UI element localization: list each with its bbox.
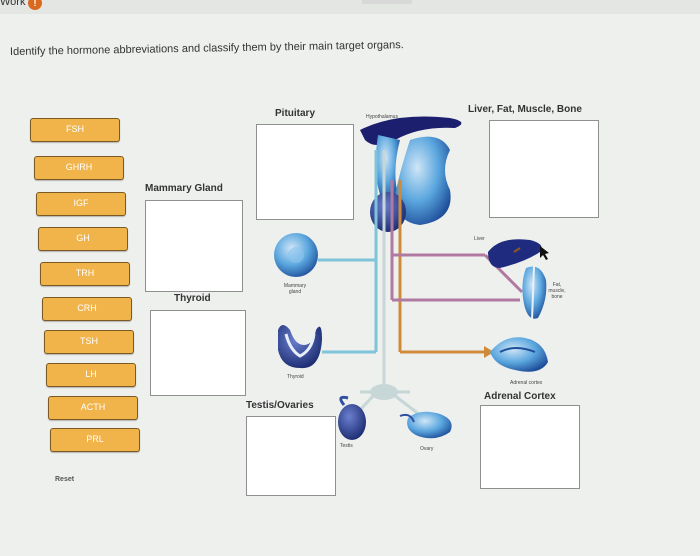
target-label-thyroid: Thyroid — [174, 293, 211, 304]
hormone-card-ghrh[interactable]: GHRH — [34, 156, 124, 180]
diagram-label-fat-muscle-bone: Fat, muscle, bone — [548, 282, 566, 300]
mouse-cursor — [540, 246, 549, 260]
top-tab[interactable] — [362, 0, 412, 4]
dropzone-liver-fat-muscle-bone[interactable] — [489, 120, 599, 218]
target-label-liver-fat-muscle-bone: Liver, Fat, Muscle, Bone — [468, 104, 582, 115]
diagram-label-ovary: Ovary — [420, 446, 434, 452]
hormone-card-lh[interactable]: LH — [46, 363, 136, 387]
target-label-testis-ovaries: Testis/Ovaries — [246, 400, 314, 411]
ovary-shape — [407, 411, 452, 439]
diagram-label-adrenal: Adrenal cortex — [510, 380, 543, 386]
hormone-card-igf[interactable]: IGF — [36, 192, 126, 216]
target-label-adrenal-cortex: Adrenal Cortex — [484, 391, 556, 402]
diagram-label-mammary: Mammary gland — [283, 283, 307, 295]
pituitary-lobe — [395, 136, 451, 225]
posterior-lobe — [370, 192, 406, 232]
fat-muscle-bone-shape — [522, 266, 547, 319]
hormone-card-acth[interactable]: ACTH — [48, 396, 138, 420]
dropzone-testis-ovaries[interactable] — [246, 416, 336, 496]
hormone-card-fsh[interactable]: FSH — [30, 118, 120, 142]
testis-shape — [338, 404, 366, 440]
hormone-card-gh[interactable]: GH — [38, 227, 128, 251]
hormone-card-trh[interactable]: TRH — [40, 262, 130, 286]
diagram-label-testis: Testis — [340, 443, 353, 449]
alert-badge: ! — [28, 0, 42, 10]
dropzone-adrenal-cortex[interactable] — [480, 405, 580, 489]
dropzone-pituitary[interactable] — [256, 124, 354, 220]
thyroid-shape — [278, 325, 322, 369]
dropzone-mammary-gland[interactable] — [145, 200, 243, 292]
hormone-card-prl[interactable]: PRL — [50, 428, 140, 452]
target-label-mammary-gland: Mammary Gland — [145, 183, 223, 194]
adrenal-cortex-shape — [490, 337, 548, 372]
diagram-label-thyroid: Thyroid — [287, 374, 304, 380]
target-label-pituitary: Pituitary — [275, 108, 316, 119]
work-label: Work — [0, 0, 26, 8]
hormone-card-tsh[interactable]: TSH — [44, 330, 134, 354]
pituitary-stalk — [375, 135, 400, 200]
diagram-label-liver: Liver — [474, 236, 485, 242]
diagram-label-hypothalamus: Hypothalamus — [366, 114, 398, 120]
hormone-card-crh[interactable]: CRH — [42, 297, 132, 321]
liver-shape — [488, 239, 542, 268]
dropzone-thyroid[interactable] — [150, 310, 246, 396]
reset-button[interactable]: Reset — [55, 476, 75, 483]
browser-top-bar: Work ! — [0, 0, 700, 14]
